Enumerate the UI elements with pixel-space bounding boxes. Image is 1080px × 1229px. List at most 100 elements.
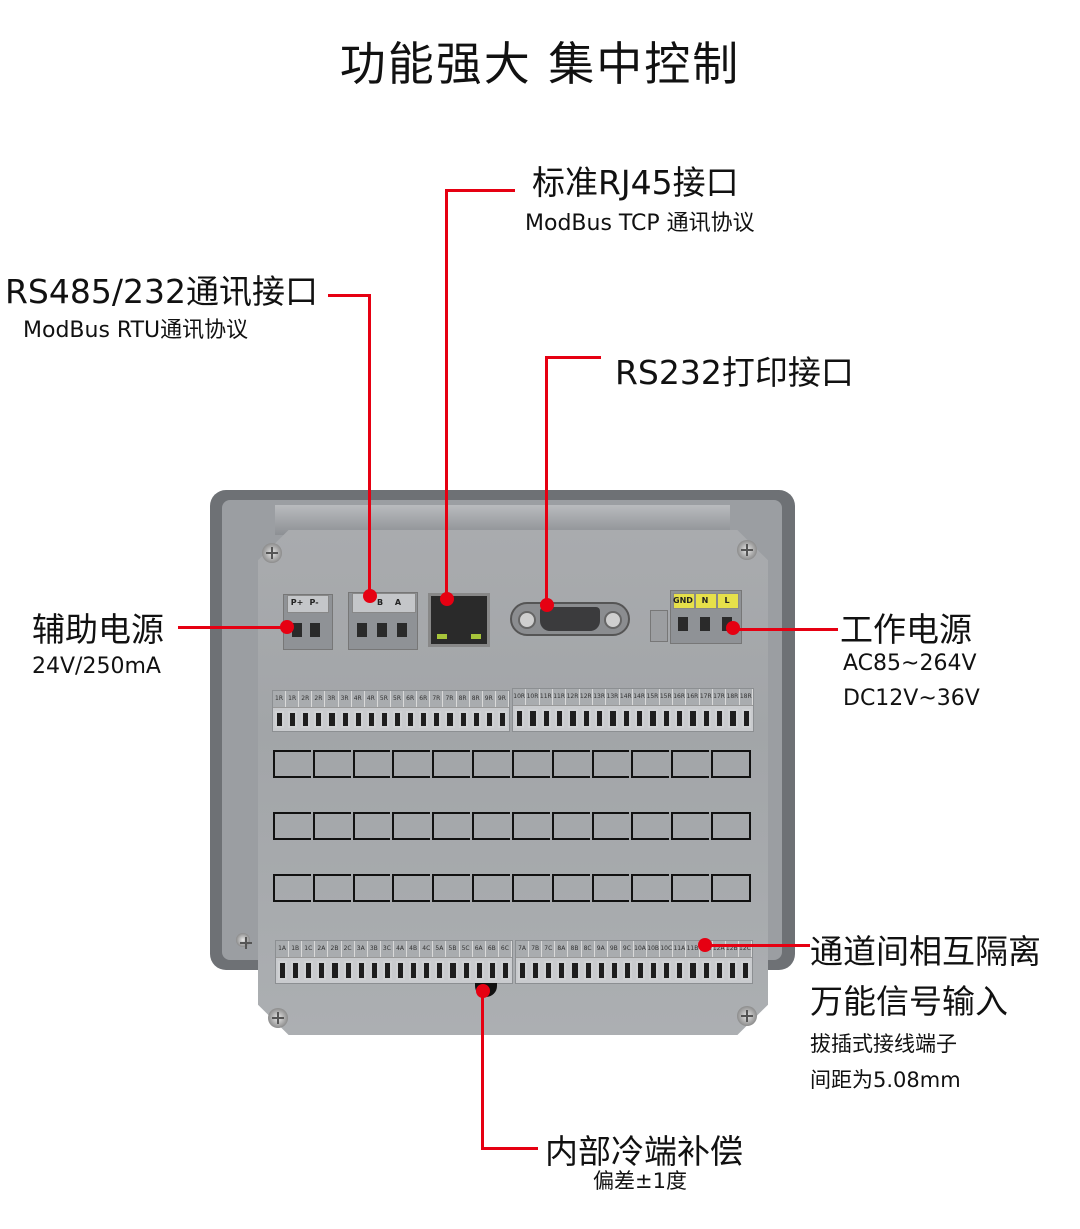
terminal-label: 16R [686, 689, 700, 705]
terminal-label: 5C [459, 941, 473, 957]
terminal-hole[interactable] [422, 961, 432, 980]
terminal-hole[interactable] [343, 961, 353, 980]
terminal-hole[interactable] [515, 709, 525, 728]
terminal-hole[interactable] [304, 961, 314, 980]
terminal-hole[interactable] [356, 961, 366, 980]
terminal-label: A [394, 598, 402, 607]
terminal-hole[interactable] [583, 961, 593, 980]
terminal-hole[interactable] [435, 961, 445, 980]
terminal-hole[interactable] [458, 711, 468, 728]
terminal-hole[interactable] [419, 711, 429, 728]
terminal-hole[interactable] [406, 711, 416, 728]
terminal-hole[interactable] [366, 711, 376, 728]
terminal-hole[interactable] [554, 709, 565, 728]
leader-line [545, 356, 548, 606]
terminal-hole[interactable] [581, 709, 591, 728]
isolation-callout-line2: 万能信号输入 [810, 982, 1008, 1021]
terminal-hole[interactable] [688, 961, 698, 980]
terminal-hole[interactable] [500, 961, 510, 980]
terminal-hole[interactable] [714, 709, 725, 728]
terminal-hole[interactable] [432, 711, 442, 728]
terminal-hole[interactable] [622, 961, 632, 980]
terminal-hole[interactable] [409, 961, 419, 980]
terminal-hole[interactable] [674, 709, 685, 728]
terminal-hole[interactable] [528, 709, 538, 728]
terminal-hole[interactable] [740, 961, 750, 980]
terminal-label: 7C [542, 941, 556, 957]
terminal-hole[interactable] [634, 709, 645, 728]
terminal-hole[interactable] [662, 961, 672, 980]
terminal-hole[interactable] [609, 961, 619, 980]
terminal-hole[interactable] [392, 711, 403, 728]
terminal-hole[interactable] [314, 711, 324, 728]
terminal-hole[interactable] [701, 961, 711, 980]
terminal-hole[interactable] [474, 961, 484, 980]
terminal-hole[interactable] [484, 711, 494, 728]
vent-slot [472, 812, 510, 840]
terminal-hole[interactable] [621, 709, 631, 728]
terminal-hole[interactable] [648, 709, 658, 728]
terminal-hole[interactable] [596, 961, 606, 980]
terminal-hole[interactable] [291, 961, 301, 980]
terminal-hole[interactable] [594, 709, 605, 728]
terminal-label: 9A [594, 941, 608, 957]
isolation-callout-line1: 通道间相互隔离 [810, 932, 1041, 971]
terminal-hole[interactable] [497, 711, 507, 728]
terminal-hole[interactable] [568, 709, 578, 728]
terminal-hole[interactable] [317, 961, 327, 980]
terminal-hole[interactable] [675, 961, 685, 980]
terminal-hole[interactable] [728, 709, 738, 728]
main-power-terminal[interactable]: GND N L [670, 590, 742, 644]
terminal-hole[interactable] [714, 961, 724, 980]
terminal-hole[interactable] [395, 961, 406, 980]
terminal-hole[interactable] [570, 961, 580, 980]
vent-slot [711, 812, 751, 840]
terminal-label: 2C [341, 941, 355, 957]
terminal-hole[interactable] [278, 961, 288, 980]
terminal-label: N [701, 596, 709, 605]
terminal-hole[interactable] [461, 961, 471, 980]
terminal-hole[interactable] [353, 711, 363, 728]
terminal-hole[interactable] [608, 709, 618, 728]
terminal-hole[interactable] [557, 961, 567, 980]
terminal-hole[interactable] [541, 709, 551, 728]
terminal-hole[interactable] [518, 961, 528, 980]
terminal-hole[interactable] [471, 711, 481, 728]
terminal-hole[interactable] [727, 961, 737, 980]
terminal-label: 6R [417, 691, 431, 707]
terminal-hole[interactable] [701, 709, 711, 728]
rs485-terminal[interactable]: B A [348, 592, 418, 650]
callout-dot [698, 938, 712, 952]
terminal-hole[interactable] [661, 709, 671, 728]
terminal-hole[interactable] [531, 961, 541, 980]
terminal-hole[interactable] [369, 961, 379, 980]
terminal-hole[interactable] [635, 961, 646, 980]
terminal-hole[interactable] [649, 961, 659, 980]
terminal-hole[interactable] [382, 961, 392, 980]
terminal-hole[interactable] [544, 961, 554, 980]
terminal-hole[interactable] [688, 709, 698, 728]
terminal-hole[interactable] [275, 711, 285, 728]
terminal-hole[interactable] [330, 961, 340, 980]
terminal-hole[interactable] [445, 711, 455, 728]
terminal-label: 4B [407, 941, 421, 957]
leader-line [178, 626, 288, 629]
terminal-label: P+ [290, 598, 304, 607]
terminal-label: 2B [328, 941, 342, 957]
terminal-hole[interactable] [448, 961, 458, 980]
terminal-hole[interactable] [327, 711, 337, 728]
terminal-hole[interactable] [741, 709, 751, 728]
terminal-hole[interactable] [340, 711, 350, 728]
terminal-hole[interactable] [288, 711, 298, 728]
terminal-hole[interactable] [487, 961, 497, 980]
vent-slot [551, 874, 590, 902]
terminal-hole[interactable] [301, 711, 311, 728]
rj45-port[interactable] [428, 593, 490, 647]
input-terminal-strip-right[interactable]: 7A7B7C8A8B8C9A9B9C10A10B10C11A11B11C12A1… [515, 940, 753, 984]
vent-slot [312, 874, 351, 902]
db9-port[interactable] [510, 602, 630, 636]
terminal-hole[interactable] [379, 711, 389, 728]
